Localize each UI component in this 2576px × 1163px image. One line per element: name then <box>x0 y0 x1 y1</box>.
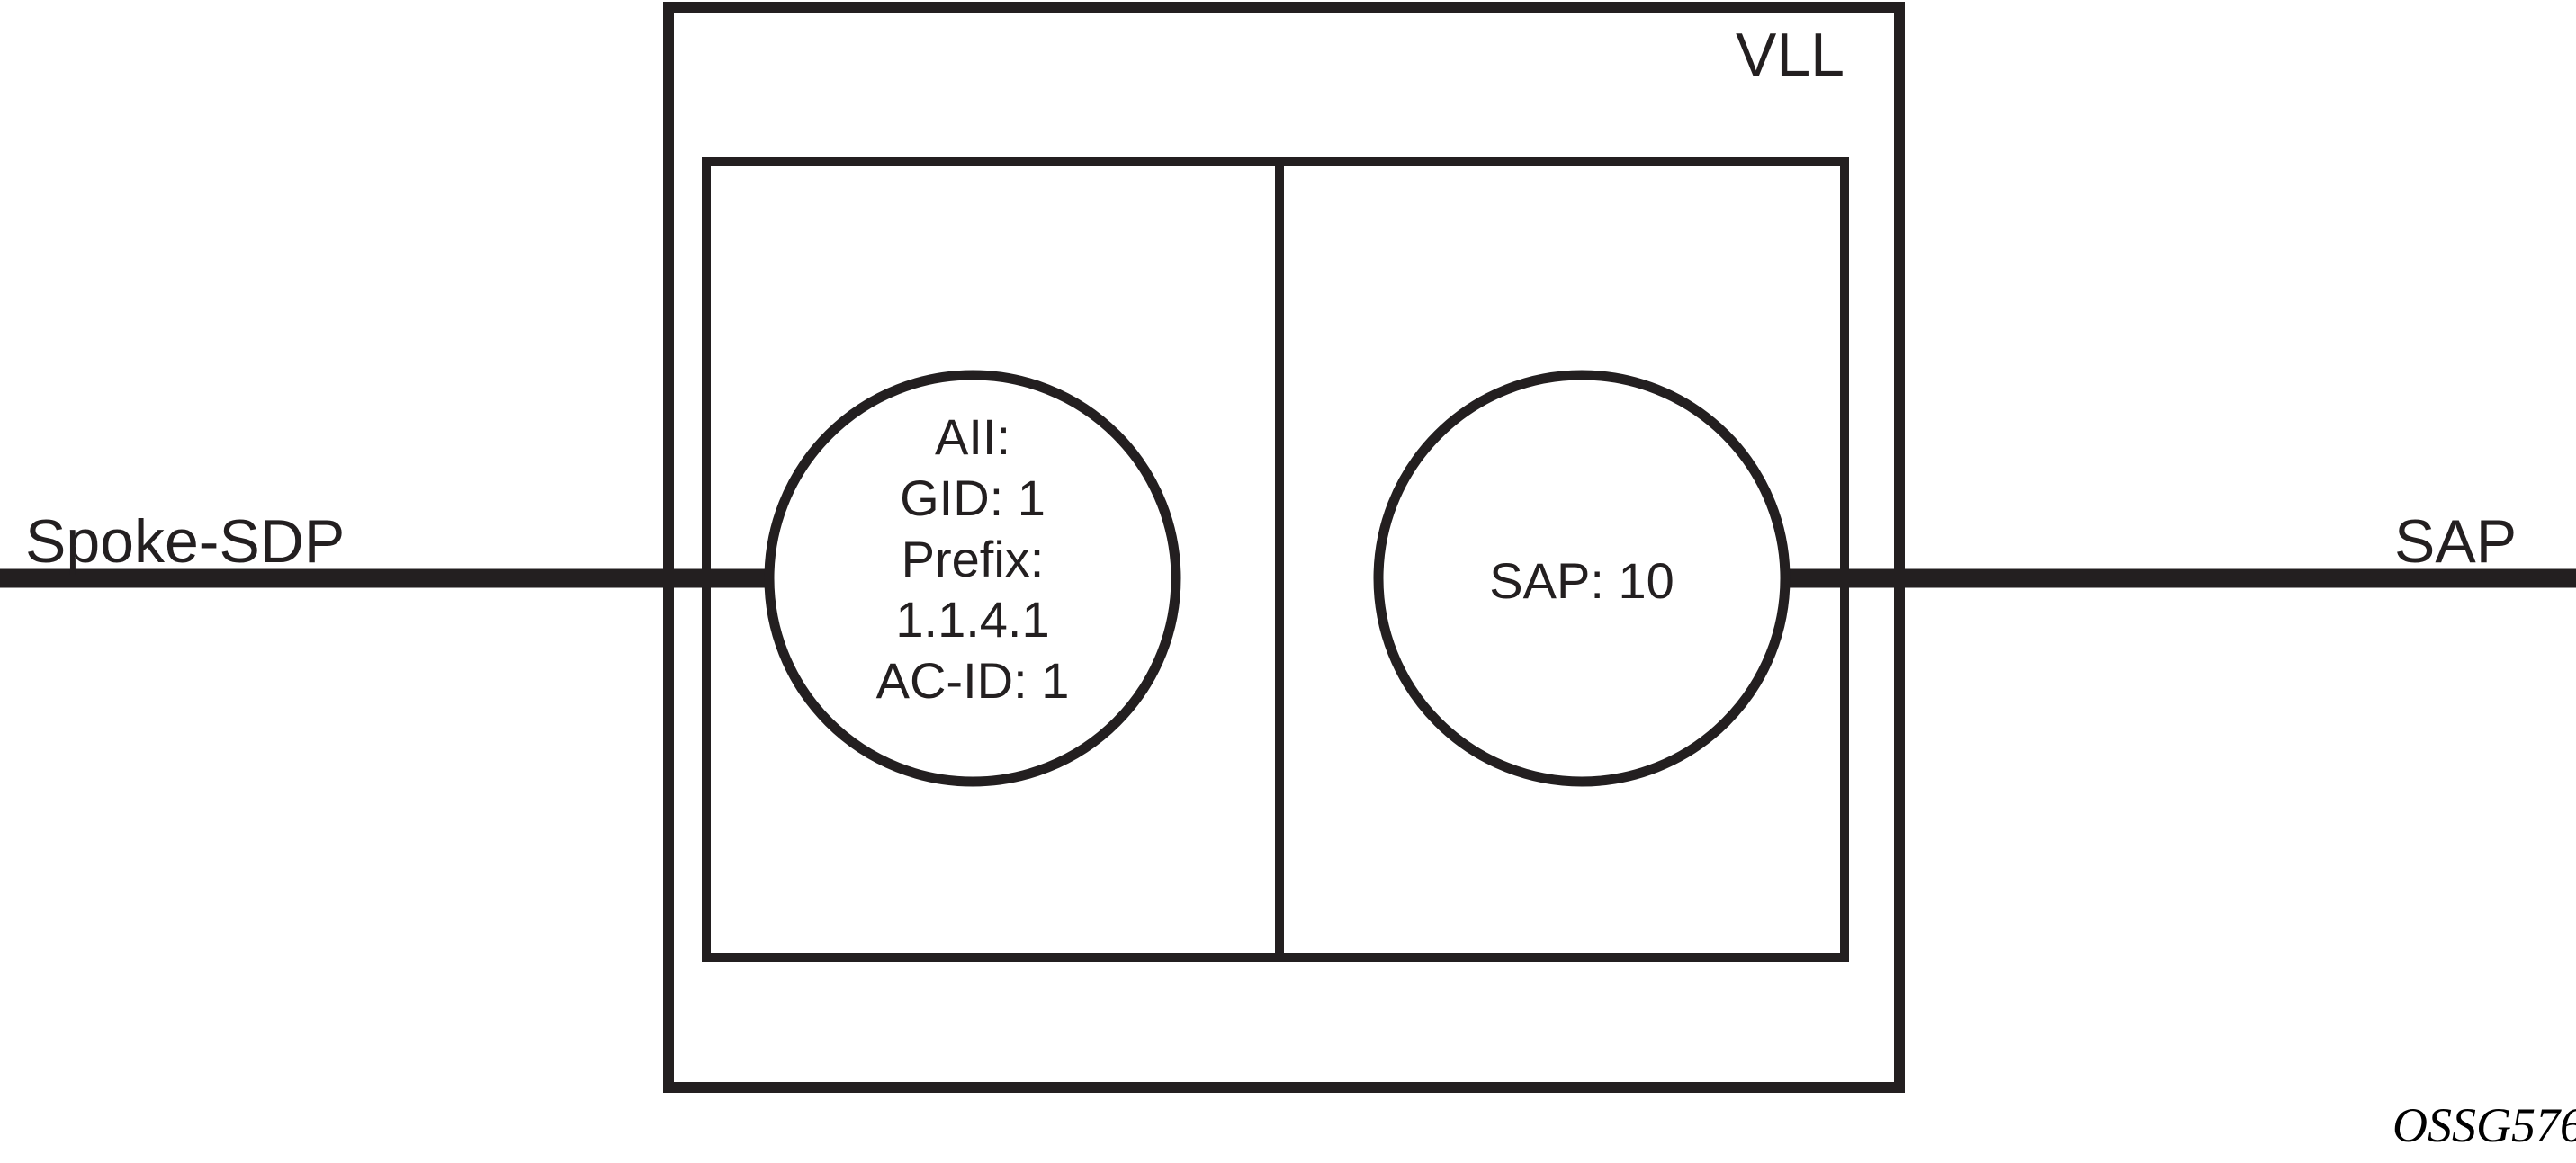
figure-id-watermark: OSSG576 <box>2392 1098 2576 1152</box>
sap-node-label: SAP: 10 <box>1378 550 1785 612</box>
vll-outer-box <box>663 2 1905 1093</box>
sap-endpoint-label: SAP <box>2394 507 2518 576</box>
aii-line-acid: AC-ID: 1 <box>875 652 1070 709</box>
sap-node-circle <box>1373 370 1791 787</box>
vll-container-label: VLL <box>1736 21 1844 89</box>
aii-node-circle <box>764 370 1181 787</box>
spoke-sdp-label: Spoke-SDP <box>25 507 346 576</box>
aii-line-title: AII: <box>934 408 1011 465</box>
aii-line-prefix-value: 1.1.4.1 <box>895 591 1050 649</box>
aii-line-gid: GID: 1 <box>900 469 1046 526</box>
aii-line-prefix-key: Prefix: <box>901 530 1045 587</box>
sap-line-value: SAP: 10 <box>1489 552 1674 609</box>
aii-node-label: AII: GID: 1 Prefix: 1.1.4.1 AC-ID: 1 <box>769 407 1176 711</box>
